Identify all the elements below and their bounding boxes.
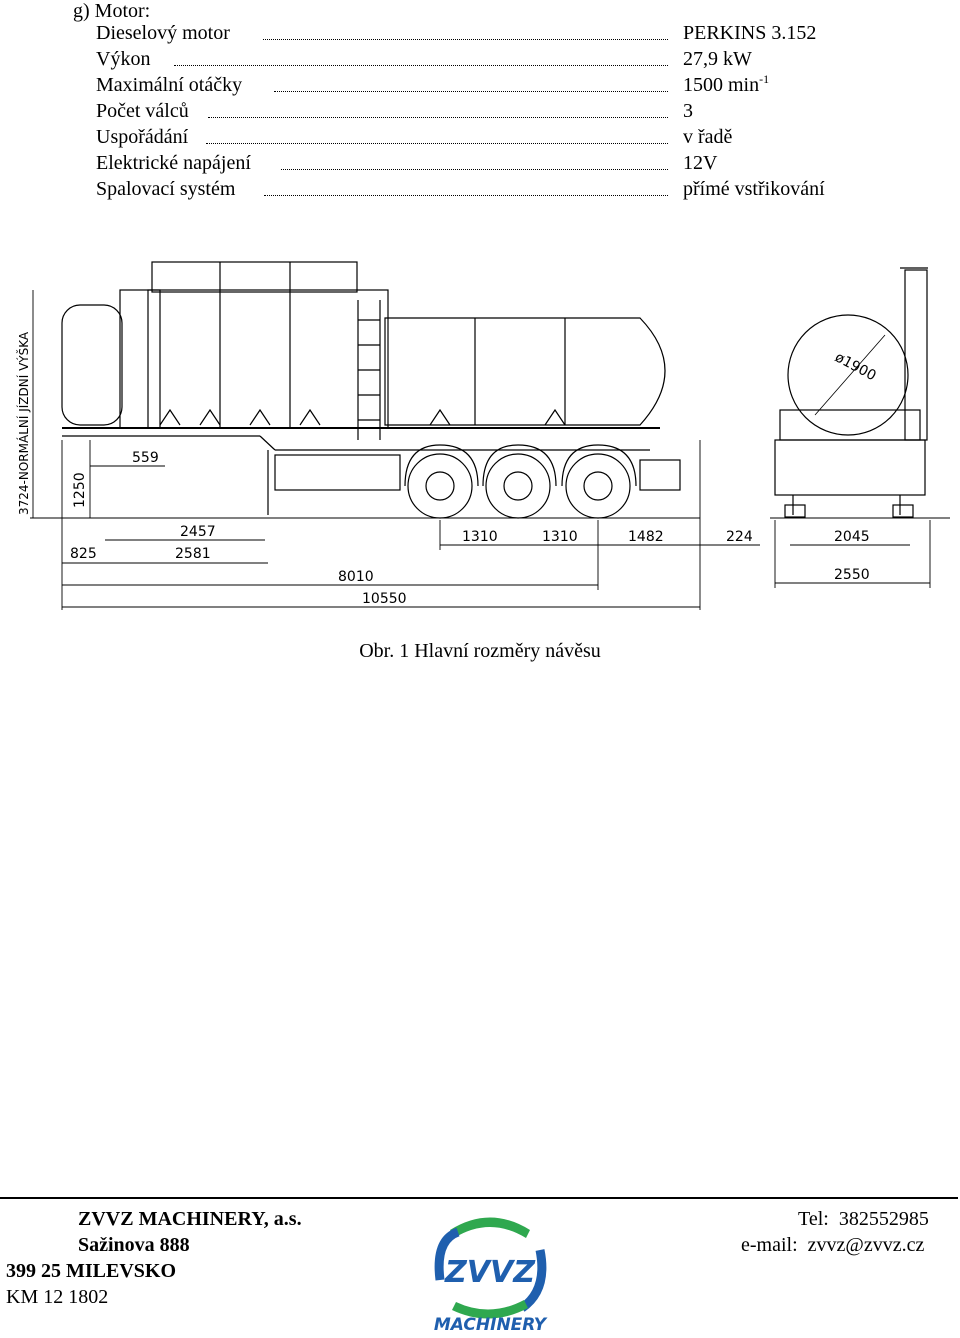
dim-224: 224 [726,529,753,545]
dim-diameter: ø1900 [832,349,879,384]
footer-street: Sažinova 888 [78,1234,190,1256]
wheel [565,453,631,519]
dim-1250: 1250 [72,472,88,508]
dim-825: 825 [70,546,97,562]
spec-label: Maximální otáčky [96,74,243,96]
spec-value: PERKINS 3.152 [683,22,817,44]
leader-dots [206,143,668,144]
leader-dots [264,195,668,196]
dim-1310-first: 1310 [462,529,498,545]
dim-2045: 2045 [834,529,870,545]
footer-code: KM 12 1802 [6,1286,109,1308]
logo-subtext: MACHINERY [434,1315,548,1334]
figure-caption: Obr. 1 Hlavní rozměry návěsu [359,640,601,662]
spec-label: Uspořádání [96,126,189,148]
spec-value: přímé vstřikování [683,178,825,200]
dim-559: 559 [132,450,159,466]
email-address[interactable]: zvvz@zvvz.cz [807,1234,925,1256]
footer-company: ZVVZ MACHINERY, a.s. [78,1208,302,1230]
email-label: e-mail: [741,1234,798,1256]
wheel [407,453,473,519]
dim-2457: 2457 [180,524,216,540]
rpm-exponent: -1 [759,72,770,86]
dim-10550: 10550 [362,591,407,607]
spec-row-power-supply: Elektrické napájení 12V [96,152,856,178]
leader-dots [208,117,668,118]
dim-height-label: 3724-NORMÁLNÍ JÍZDNÍ VÝŠKA [16,331,31,515]
footer-city: 399 25 MILEVSKO [6,1260,177,1282]
leader-dots [281,169,668,170]
dim-1310-second: 1310 [542,529,578,545]
spec-value: v řadě [683,126,733,148]
section-heading: g) Motor: [73,0,151,22]
logo-text: ZVVZ [444,1255,536,1290]
spec-value: 3 [683,100,693,122]
zvvz-logo: ZVVZ MACHINERY [434,1217,548,1334]
spec-value: 27,9 kW [683,48,752,70]
spec-value: 1500 min-1 [683,72,770,97]
dim-2550: 2550 [834,567,870,583]
rear-view [774,267,928,518]
dim-1482: 1482 [628,529,664,545]
spec-row-arrangement: Uspořádání v řadě [96,126,856,152]
trailer-technical-drawing: 3724-NORMÁLNÍ JÍZDNÍ VÝŠKA 1250 559 2457… [16,261,950,610]
tel-label: Tel: [798,1208,829,1230]
spec-value: 12V [683,152,718,174]
spec-label: Dieselový motor [96,22,230,44]
leader-dots [263,39,668,40]
side-view [61,261,681,519]
spec-row-rpm: Maximální otáčky 1500 min-1 [96,72,856,100]
spec-label: Výkon [96,48,151,70]
spec-label: Elektrické napájení [96,152,251,174]
footer-tel: Tel: 382552985 [798,1208,929,1231]
spec-label: Spalovací systém [96,178,236,200]
footer-email: e-mail: zvvz@zvvz.cz [741,1234,924,1257]
footer-divider [0,1197,958,1199]
spec-row-engine: Dieselový motor PERKINS 3.152 [96,22,856,48]
leader-dots [274,91,668,92]
leader-dots [174,65,668,66]
spec-row-combustion: Spalovací systém přímé vstřikování [96,178,856,204]
dimension-lines [32,290,931,610]
spec-row-power: Výkon 27,9 kW [96,48,856,74]
dim-2581: 2581 [175,546,211,562]
spec-label: Počet válců [96,100,189,122]
dim-8010: 8010 [338,569,374,585]
wheel [485,453,551,519]
rpm-value: 1500 min [683,74,760,96]
spec-row-cylinders: Počet válců 3 [96,100,856,126]
tel-number: 382552985 [838,1208,929,1230]
